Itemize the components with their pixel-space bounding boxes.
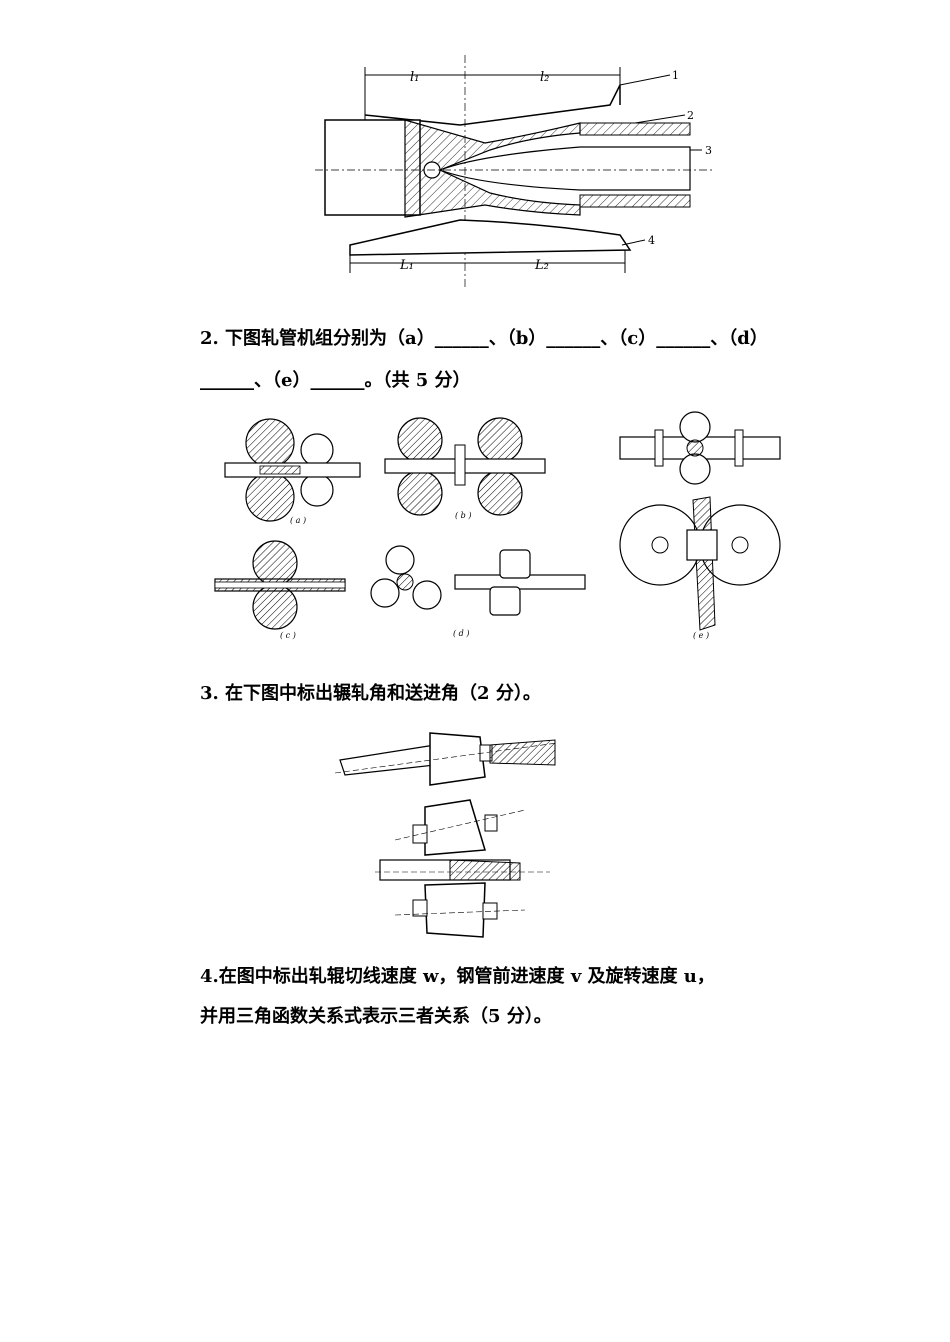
dim-l2-label: l₂ (540, 70, 549, 85)
mill-e: ( e ) (619, 411, 781, 640)
callout-2: 2 (687, 109, 694, 122)
question-2-line-1: 2. 下图轧管机组分别为（a）______、（b）______、（c）_____… (200, 328, 768, 349)
caption-b: ( b ) (455, 511, 471, 520)
caption-c: ( c ) (280, 631, 296, 640)
rolling-mills-figure: ( a ) ( b ) ( e ) (214, 411, 781, 640)
mill-b: ( b ) (384, 417, 546, 520)
roll-angle-figure (335, 732, 558, 938)
mill-c: ( c ) (214, 540, 346, 640)
caption-e: ( e ) (693, 631, 709, 640)
dim-L2-label: L₂ (534, 258, 549, 273)
caption-a: ( a ) (290, 516, 306, 525)
caption-d: ( d ) (453, 629, 469, 638)
callout-1: 1 (672, 69, 679, 82)
dim-L1-label: L₁ (399, 258, 414, 273)
mill-d: ( d ) (370, 545, 586, 638)
question-4-line-1: 4.在图中标出轧辊切线速度 w，钢管前进速度 v 及旋转速度 u， (200, 966, 715, 987)
callout-4: 4 (648, 234, 655, 247)
question-3: 3. 在下图中标出辗轧角和送进角（2 分）。 (200, 683, 541, 704)
question-4-line-2: 并用三角函数关系式表示三者关系（5 分）。 (200, 1006, 552, 1027)
mill-a: ( a ) (224, 418, 361, 525)
callout-3: 3 (705, 144, 712, 157)
dim-l1-label: l₁ (410, 70, 419, 85)
deformation-zone-figure: l₁ l₂ L₁ L₂ 1 2 3 4 (315, 55, 715, 290)
question-2-line-2: ______、（e）______。（共 5 分） (200, 370, 471, 391)
